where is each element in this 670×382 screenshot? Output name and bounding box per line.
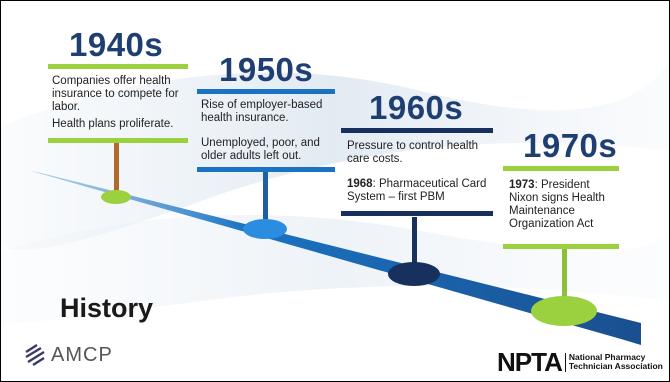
slide-title: History xyxy=(60,293,154,323)
amcp-logo-icon xyxy=(25,343,45,367)
text-line: Unemployed, poor, and older adults left … xyxy=(201,137,320,162)
bold-year: 1973 xyxy=(509,179,535,191)
accent-bar-1940s-bottom xyxy=(48,138,188,143)
text-1940s: Companies offer health insurance to comp… xyxy=(52,75,192,131)
dot-1950s xyxy=(243,219,287,239)
stem-1940s xyxy=(114,141,119,191)
year-1940s: 1940s xyxy=(69,26,164,63)
text-line: 1973: President Nixon signs Health Maint… xyxy=(509,179,605,230)
year-1970s: 1970s xyxy=(523,127,618,164)
accent-bar-1950s xyxy=(197,89,335,94)
text-line: Health plans proliferate. xyxy=(52,118,174,130)
dot-1960s xyxy=(388,262,440,286)
dot-1970s xyxy=(531,296,597,326)
npta-logo: NPTA National Pharmacy Technician Associ… xyxy=(497,349,663,375)
text-line: Pressure to control health care costs. xyxy=(347,140,479,165)
year-1960s: 1960s xyxy=(369,89,464,126)
accent-bar-1940s xyxy=(48,64,188,69)
stem-1960s xyxy=(412,217,417,269)
npta-logo-subtitle: National Pharmacy Technician Association xyxy=(564,351,663,372)
text-line: Rise of employer-based health insurance. xyxy=(201,99,323,124)
npta-line-1: National Pharmacy xyxy=(568,351,646,362)
amcp-logo: AMCP xyxy=(23,343,113,367)
bold-year: 1968 xyxy=(347,178,373,190)
npta-logo-mark: NPTA xyxy=(497,347,563,377)
background-swoosh xyxy=(1,215,669,324)
stem-1950s xyxy=(263,171,268,226)
text-line: Companies offer health insurance to comp… xyxy=(52,75,179,113)
stem-1970s xyxy=(562,249,567,305)
accent-bar-1960s xyxy=(341,128,493,133)
amcp-logo-text: AMCP xyxy=(51,343,113,366)
accent-bar-1950s-bottom xyxy=(197,167,335,172)
text-1960s: Pressure to control health care costs. 1… xyxy=(347,140,497,204)
year-1950s: 1950s xyxy=(219,51,314,88)
text-1970s: 1973: President Nixon signs Health Maint… xyxy=(509,179,621,231)
accent-bar-1970s-bottom xyxy=(503,244,619,249)
background-swoosh xyxy=(1,61,669,251)
npta-line-2: Technician Association xyxy=(568,361,663,371)
text-1950s: Rise of employer-based health insurance.… xyxy=(201,99,337,163)
accent-bar-1960s-bottom xyxy=(341,211,493,216)
text-line: 1968: Pharmaceutical Card System – first… xyxy=(347,178,487,203)
dot-1940s xyxy=(101,190,131,204)
accent-bar-1970s xyxy=(503,166,619,171)
